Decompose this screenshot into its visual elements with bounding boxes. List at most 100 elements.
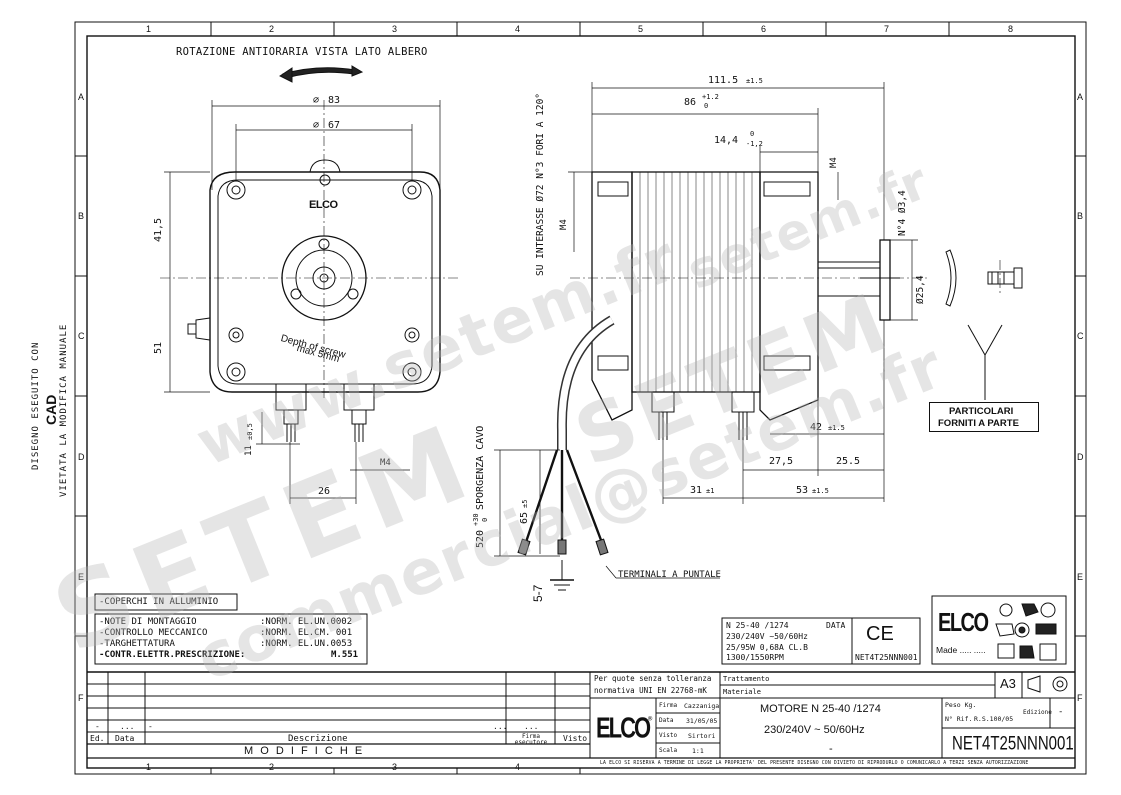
- grid-row-b-right: B: [1077, 211, 1084, 221]
- grid-col-6: 6: [761, 24, 767, 34]
- dim-cable-65-tol: ±5: [521, 499, 529, 508]
- grid-col-4: 4: [515, 24, 521, 34]
- dim-cable-label: SPORGENZA CAVO: [475, 425, 486, 510]
- note-value-1: :NORM. EL.CM. 001: [260, 628, 353, 638]
- nameplate-line4: 1300/1550RPM: [726, 653, 784, 662]
- grid-row-c-right: C: [1077, 331, 1084, 341]
- nameplate-line3: 25/95W 0,68A CL.B: [726, 643, 808, 652]
- grid-row-d-right: D: [1077, 452, 1084, 462]
- dim-width-14-4-tol-up: 0: [750, 130, 755, 138]
- grid-row-c: C: [78, 331, 85, 341]
- scala-value: 1:1: [692, 747, 704, 755]
- elco-logo-large: ELCO: [938, 608, 989, 638]
- grid-row-f-right: F: [1077, 693, 1083, 703]
- dim-width-31-tol: ±1: [706, 487, 715, 495]
- dim-width-25-5: 25.5: [836, 456, 861, 467]
- dim-m4-front: M4: [380, 458, 391, 468]
- footer-disclaimer: LA ELCO SI RISERVA A TERMINE DI LEGGE LA…: [600, 761, 1029, 766]
- edizione-label: Edizione: [1023, 709, 1052, 716]
- visto-label: Visto: [659, 732, 678, 739]
- side-note-cad: CAD: [43, 394, 59, 425]
- edizione-value: -: [1058, 707, 1064, 717]
- rev-header-descrizione: Descrizione: [288, 734, 348, 744]
- dim-width-42: 42: [810, 422, 823, 433]
- grid-col-5: 5: [638, 24, 644, 34]
- tolerance-line1: Per quote senza tolleranza: [594, 674, 712, 683]
- label-terminals: TERMINALI A PUNTALE: [618, 570, 721, 580]
- front-logo: ELCO: [309, 199, 338, 211]
- note-extra-3: M.551: [331, 650, 359, 660]
- dim-wire-length: 5-7: [531, 584, 545, 602]
- nameplate-code: NET4T25NNN001: [855, 653, 918, 662]
- dim-height-51: 51: [153, 341, 164, 354]
- dim-height-11-tol: ±0,5: [246, 423, 254, 440]
- rev-ed-dash: -: [95, 722, 100, 731]
- dim-width-26: 26: [318, 486, 331, 497]
- side-view: [494, 82, 1023, 591]
- visto-value: Sirtori: [688, 732, 716, 740]
- dim-width-14-4-tol-dn: -1,2: [746, 140, 763, 148]
- dim-width-53-tol: ±1.5: [812, 487, 829, 495]
- title-line3: -: [829, 743, 833, 755]
- rev-desc-dash: -: [148, 722, 153, 731]
- data-value: 31/05/05: [686, 717, 718, 725]
- dim-width-86-tol-dn: 0: [704, 102, 709, 110]
- dim-dia-symbol-83: ⌀: [313, 95, 320, 106]
- grid-row-a: A: [78, 92, 85, 102]
- dim-diameter-83: 83: [328, 95, 341, 106]
- made-in: Made ..... .....: [936, 645, 986, 655]
- note-label-3: -CONTR.ELETTR.PRESCRIZIONE:: [99, 650, 246, 660]
- rotation-arrow-icon: [279, 65, 364, 83]
- side-note-line3: VIETATA LA MODIFICA MANUALE: [59, 323, 69, 497]
- dim-width-111-5: 111.5: [708, 75, 739, 86]
- separate-parts-line2: FORNITI A PARTE: [938, 418, 1019, 429]
- dim-cable-520-tol-dn: 0: [481, 517, 489, 522]
- dim-width-111-5-tol: ±1.5: [746, 77, 763, 85]
- note-value-0: :NORM. EL.UN.0002: [260, 617, 353, 627]
- grid-row-f: F: [78, 693, 84, 703]
- peso-label: Peso Kg.: [945, 701, 977, 709]
- separate-parts-line1: PARTICOLARI: [949, 406, 1014, 417]
- grid-col-1: 1: [146, 24, 152, 34]
- dim-interasse: SU INTERASSE Ø72 N°3 FORI A 120°: [535, 92, 546, 276]
- grid-row-b: B: [78, 211, 85, 221]
- separate-parts-box: PARTICOLARI FORNITI A PARTE: [929, 402, 1039, 432]
- nameplate-data: DATA: [826, 621, 846, 630]
- firma-value: Cazzaniga: [684, 702, 720, 710]
- dim-width-86: 86: [684, 97, 697, 108]
- format-a3: A3: [1000, 676, 1016, 691]
- materiale-label: Materiale: [723, 688, 761, 696]
- elco-logo-title: ELCO: [596, 711, 651, 744]
- rev-desc-dots: ...: [493, 722, 508, 731]
- dim-width-86-tol-up: +1.2: [702, 93, 719, 101]
- rev-header-ed: Ed.: [90, 734, 105, 743]
- grid-col-8: 8: [1008, 24, 1014, 34]
- dim-diameter-67: 67: [328, 120, 341, 131]
- rev-firma-dots: ...: [524, 722, 539, 731]
- dim-dia-25-4: Ø25,4: [915, 275, 926, 304]
- dim-width-31: 31: [690, 485, 703, 496]
- rev-header-data: Data: [115, 734, 135, 743]
- registered-icon: ®: [648, 715, 653, 723]
- data-label: Data: [659, 717, 674, 724]
- grid-col-3: 3: [392, 24, 398, 34]
- modifiche-label: M O D I F I C H E: [244, 745, 365, 757]
- scala-label: Scala: [659, 747, 678, 754]
- rif-label: N° Rif.: [945, 715, 973, 723]
- title-line2: 230/240V ~ 50/60Hz: [764, 724, 865, 736]
- grid-col-3-bottom: 3: [392, 762, 398, 772]
- note-covers: -COPERCHI IN ALLUMINIO: [99, 597, 219, 607]
- nameplate-line2: 230/240V ~50/60Hz: [726, 632, 808, 641]
- dim-dia-symbol-67: ⌀: [313, 120, 320, 131]
- firma-label: Firma: [659, 702, 678, 709]
- grid-col-2-bottom: 2: [269, 762, 275, 772]
- dim-m4-side-right: M4: [829, 157, 839, 168]
- grid-col-7: 7: [884, 24, 890, 34]
- rev-header-visto: Visto: [563, 734, 588, 743]
- grid-row-e: E: [78, 572, 85, 582]
- tolerance-line2: normativa UNI EN 22768-mK: [594, 686, 707, 695]
- dim-width-42-tol: ±1.5: [828, 424, 845, 432]
- dim-height-41-5: 41,5: [153, 217, 164, 242]
- rev-header-firma: Firma esecutore: [514, 733, 548, 746]
